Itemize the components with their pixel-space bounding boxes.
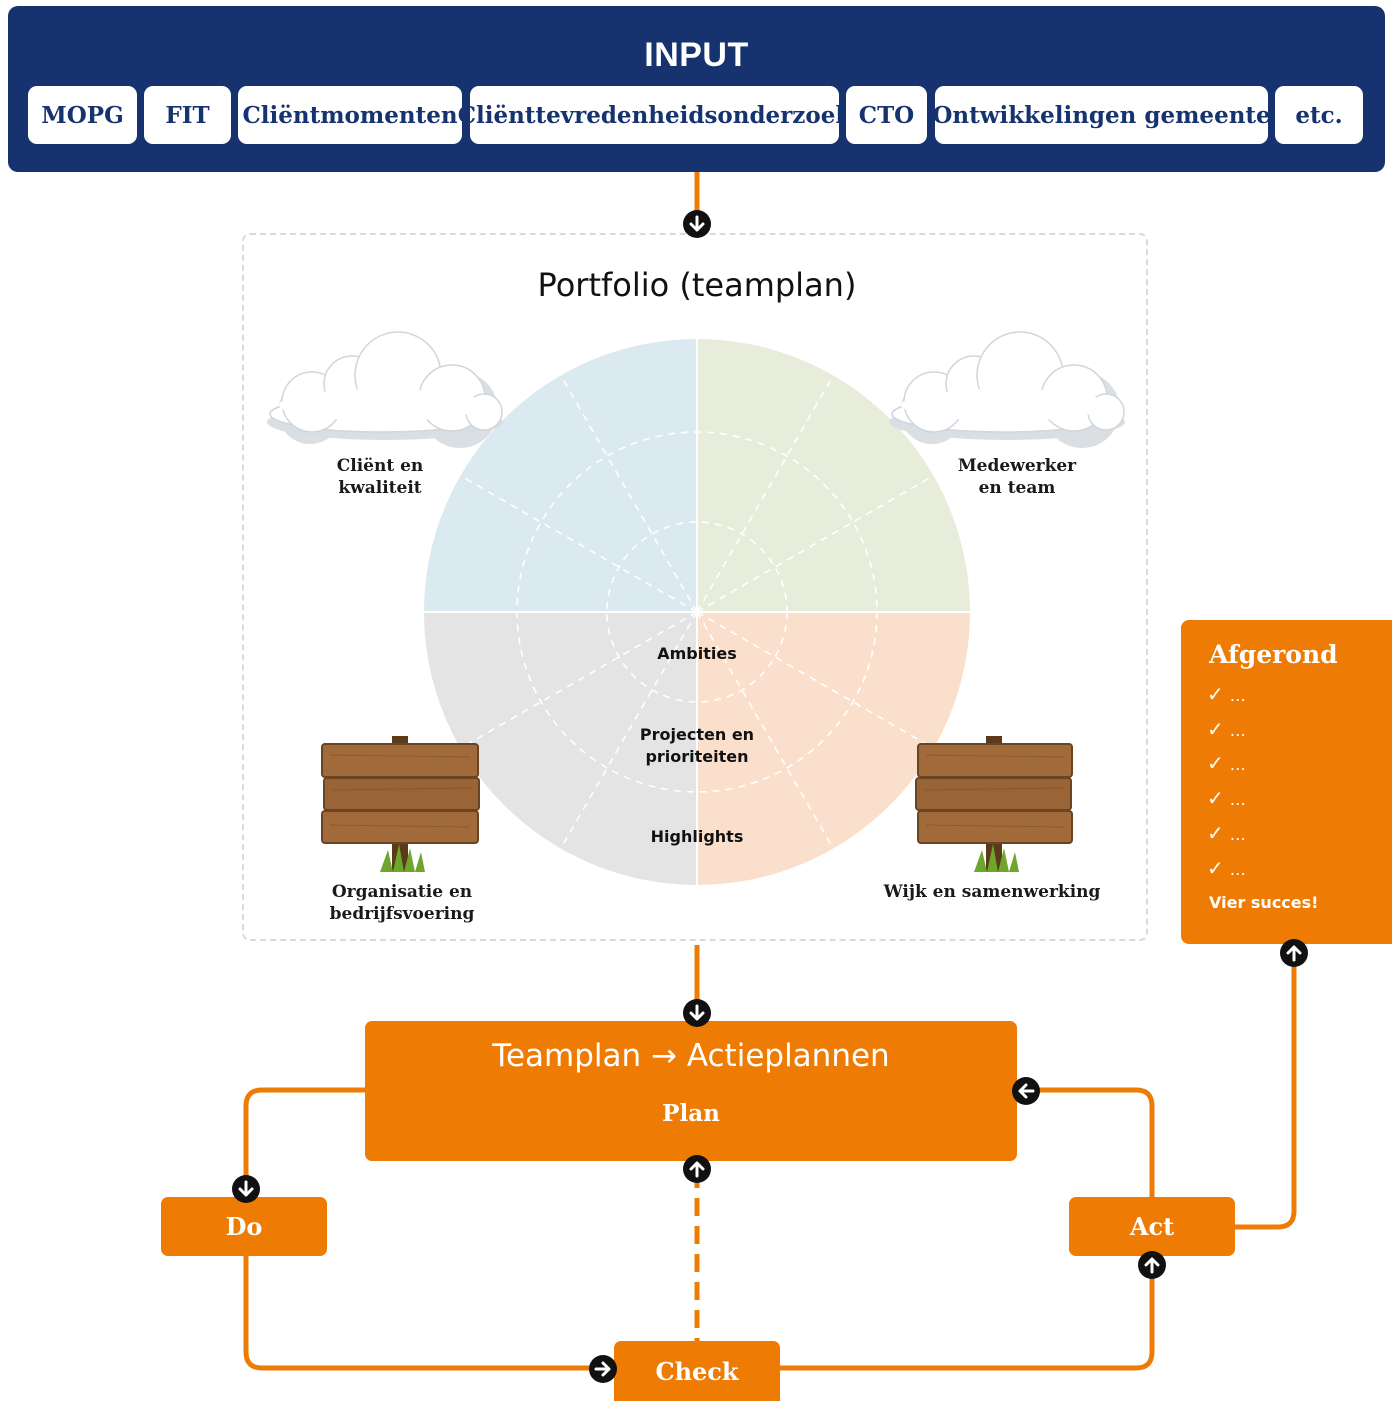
plan-label: Plan [662,1100,720,1127]
quadrant-organisatie [424,612,697,885]
arrow-left-icon [1010,1075,1042,1107]
plan-to-do-line [243,1087,365,1197]
portfolio-title: Portfolio (teamplan) [537,266,857,304]
input-chip-cto: CTO [846,86,927,144]
ring-label-highlights: Highlights [650,827,744,846]
check-to-act-line [780,1256,1155,1371]
ring-label-projecten: Projecten en prioriteiten [639,725,755,766]
input-chip-ontwikkelingen-gemeente: Ontwikkelingen gemeente [932,86,1271,144]
arrow-down-icon [681,208,713,240]
check-icon: ✓ [1207,751,1224,775]
ring-lines [516,431,878,793]
plan-title: Teamplan → Actieplannen [492,1038,890,1074]
quadrant-label-wijk: Wijk en samenwerking [883,882,1101,902]
do-to-check-line [243,1256,614,1371]
plan-box [365,1021,1017,1161]
check-box: Check [614,1341,780,1401]
arrow-down-icon [230,1173,262,1205]
quadrant-label-medewerker-team: Medewerker en team [957,456,1077,498]
check-icon: ✓ [1207,717,1224,741]
ring-label-ambities: Ambities [657,644,737,663]
check-icon: ✓ [1207,682,1224,706]
check-icon: ✓ [1207,821,1224,845]
act-box: Act [1069,1197,1235,1256]
afgerond-item: ✓… [1207,751,1247,775]
quadrant-label-organisatie: Organisatie en bedrijfsvoering [329,882,475,924]
input-chip-clientmomenten: Cliëntmomenten [238,86,462,144]
quadrant-wijk [697,612,970,885]
quadrant-client-kwaliteit [424,339,697,612]
check-icon: ✓ [1207,786,1224,810]
input-chip-mopg: MOPG [28,86,137,144]
input-title: INPUT [644,36,749,74]
check-icon: ✓ [1207,856,1224,880]
quadrant-medewerker-team [697,339,970,612]
signpost-left-icon [321,736,480,872]
act-to-plan-line [1017,1087,1155,1197]
arrow-down-icon [681,997,713,1029]
cloud-right-icon [889,331,1125,448]
arrow-up-icon [1278,937,1310,969]
input-chip-etc: etc. [1275,86,1363,144]
spoke-lines [460,375,934,849]
afgerond-title: Afgerond [1209,640,1338,669]
quadrant-label-client-kwaliteit: Cliënt en kwaliteit [336,456,424,498]
afgerond-item: ✓… [1207,786,1247,810]
cloud-left-icon [267,331,503,448]
afgerond-footer: Vier succes! [1209,893,1319,912]
afgerond-item: ✓… [1207,682,1247,706]
arrow-up-icon [1136,1249,1168,1281]
input-chip-fit: FIT [144,86,231,144]
afgerond-item: ✓… [1207,821,1247,845]
afgerond-panel [1181,620,1392,944]
arrow-right-icon [587,1353,619,1385]
act-to-afgerond-line [1235,944,1297,1230]
input-chip-clienttevredenheidsonderzoek: Cliënttevredenheidsonderzoek [458,86,851,144]
signpost-right-icon [915,736,1073,872]
afgerond-item: ✓… [1207,717,1247,741]
arrow-up-icon [681,1153,713,1185]
afgerond-item: ✓… [1207,856,1247,880]
do-box: Do [161,1197,327,1256]
